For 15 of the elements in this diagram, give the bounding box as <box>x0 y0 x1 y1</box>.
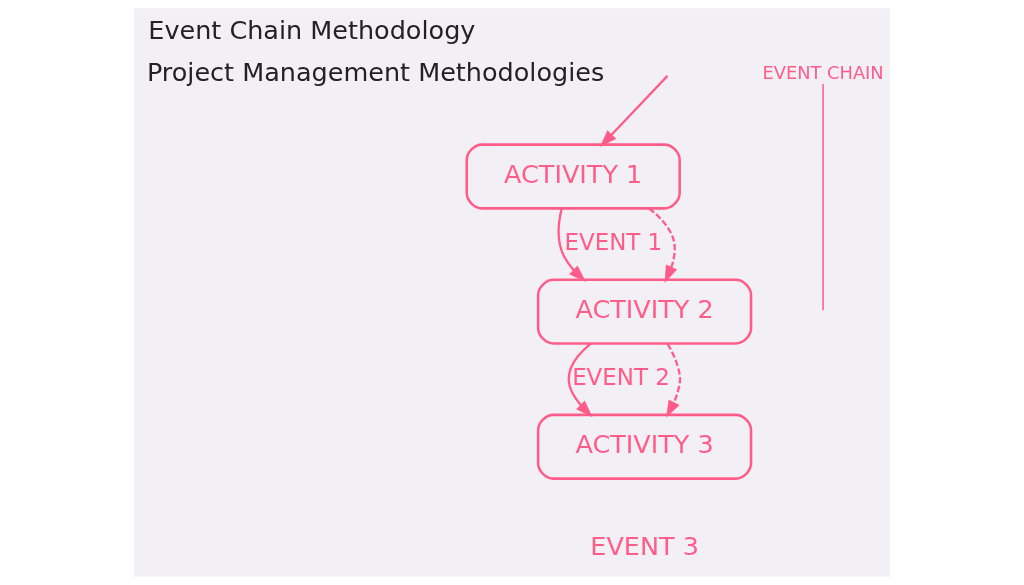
arrow <box>648 207 678 283</box>
label: Project Management Methodologies <box>146 56 605 87</box>
node-box: ACTIVITY 1 <box>465 143 681 210</box>
label: EVENT 3 <box>590 531 699 562</box>
diagram-title: Event Chain Methodology <box>148 14 476 45</box>
node-box: ACTIVITY 2 <box>536 278 753 345</box>
node-box: ACTIVITY 3 <box>536 413 753 480</box>
arrow <box>666 343 682 418</box>
arrow <box>599 75 669 148</box>
node-text: EVENT CHAIN <box>762 62 884 84</box>
edge-label: EVENT 2 <box>572 363 670 390</box>
arrow <box>567 342 593 418</box>
arrow <box>557 208 586 282</box>
edge-label: EVENT 1 <box>564 228 663 255</box>
connector <box>822 83 824 311</box>
